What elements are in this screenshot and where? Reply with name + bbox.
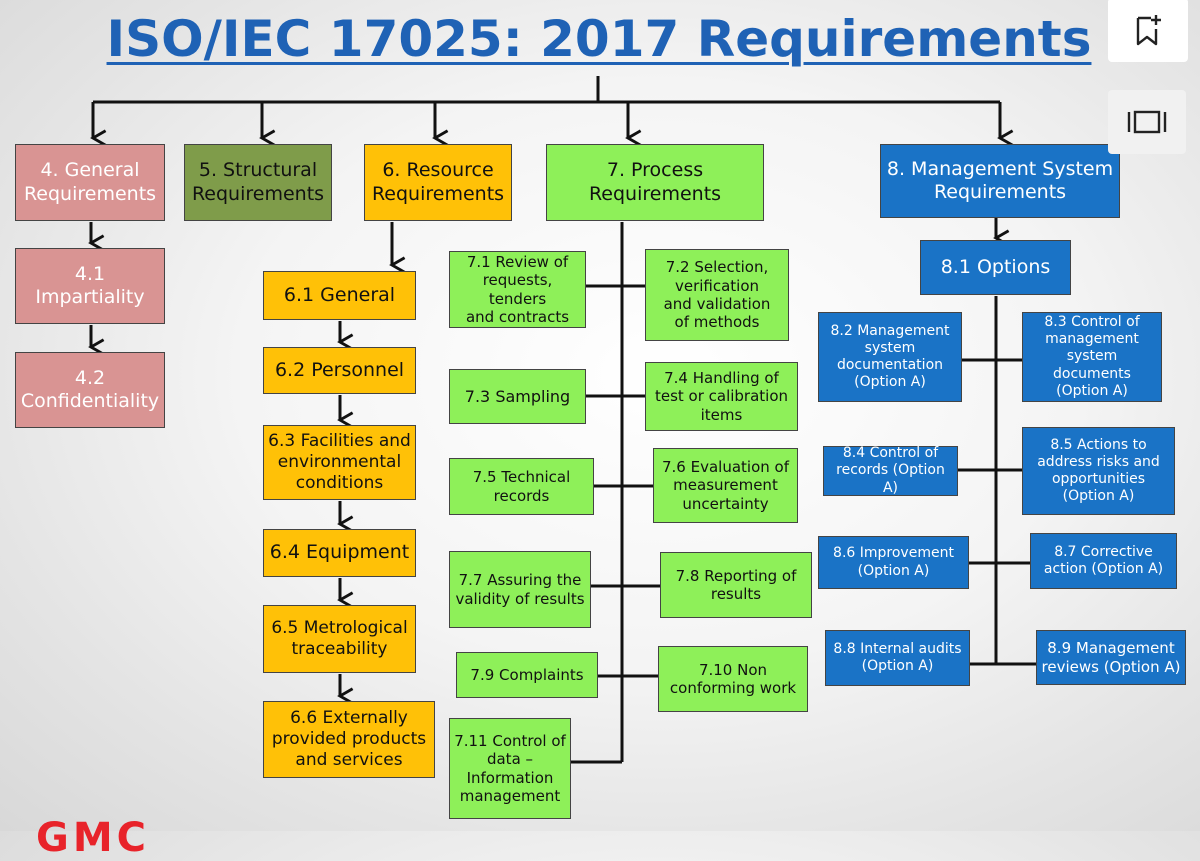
fullscreen-frame-icon <box>1127 110 1167 134</box>
management-system-requirements-header: 8. Management System Requirements <box>880 144 1120 218</box>
confidentiality-box: 4.2 Confidentiality <box>15 352 165 428</box>
process-item-assuring-validity: 7.7 Assuring the validity of results <box>449 551 591 628</box>
management-item-management-reviews: 8.9 Management reviews (Option A) <box>1036 630 1186 685</box>
process-item-selection-methods: 7.2 Selection, verification and validati… <box>645 249 789 341</box>
management-item-control-records: 8.4 Control of records (Option A) <box>823 445 958 496</box>
connector-lines <box>88 76 1036 764</box>
bookmark-add-icon <box>1136 15 1161 46</box>
resource-item-general: 6.1 General <box>263 271 416 320</box>
management-options-box: 8.1 Options <box>920 240 1071 295</box>
resource-item-external-products: 6.6 Externally provided products and ser… <box>263 701 435 778</box>
resource-item-facilities: 6.3 Facilities and environmental conditi… <box>263 425 416 500</box>
fullscreen-button[interactable] <box>1108 90 1186 154</box>
general-requirements-header: 4. General Requirements <box>15 144 165 221</box>
process-item-complaints: 7.9 Complaints <box>456 652 598 698</box>
process-item-sampling: 7.3 Sampling <box>449 369 586 424</box>
process-item-technical-records: 7.5 Technical records <box>449 458 594 515</box>
management-item-risks-opportunities: 8.5 Actions to address risks and opportu… <box>1022 427 1175 515</box>
logo: GMC <box>36 818 160 858</box>
logo-text: GMC <box>36 815 150 861</box>
process-item-reporting-results: 7.8 Reporting of results <box>660 552 812 618</box>
management-item-documentation: 8.2 Management system documentation (Opt… <box>818 312 962 402</box>
structural-requirements-header: 5. Structural Requirements <box>184 144 332 221</box>
resource-item-personnel: 6.2 Personnel <box>263 347 416 394</box>
resource-item-equipment: 6.4 Equipment <box>263 529 416 577</box>
management-item-corrective-action: 8.7 Corrective action (Option A) <box>1030 533 1177 589</box>
diagram-title: ISO/IEC 17025: 2017 Requirements <box>106 10 1092 68</box>
resource-item-metrological-traceability: 6.5 Metrological traceability <box>263 605 416 673</box>
resource-requirements-header: 6. Resource Requirements <box>364 144 512 221</box>
management-item-internal-audits: 8.8 Internal audits (Option A) <box>825 630 970 686</box>
save-bookmark-button[interactable] <box>1108 0 1188 62</box>
process-requirements-header: 7. Process Requirements <box>546 144 764 221</box>
process-item-review-requests: 7.1 Review of requests, tenders and cont… <box>449 251 586 328</box>
process-item-handling-items: 7.4 Handling of test or calibration item… <box>645 362 798 431</box>
impartiality-box: 4.1 Impartiality <box>15 248 165 324</box>
process-item-control-of-data: 7.11 Control of data – Information manag… <box>449 718 571 819</box>
process-item-nonconforming-work: 7.10 Non conforming work <box>658 646 808 712</box>
management-item-control-documents: 8.3 Control of management system documen… <box>1022 312 1162 402</box>
management-item-improvement: 8.6 Improvement (Option A) <box>818 536 969 589</box>
process-item-measurement-uncertainty: 7.6 Evaluation of measurement uncertaint… <box>653 448 798 523</box>
